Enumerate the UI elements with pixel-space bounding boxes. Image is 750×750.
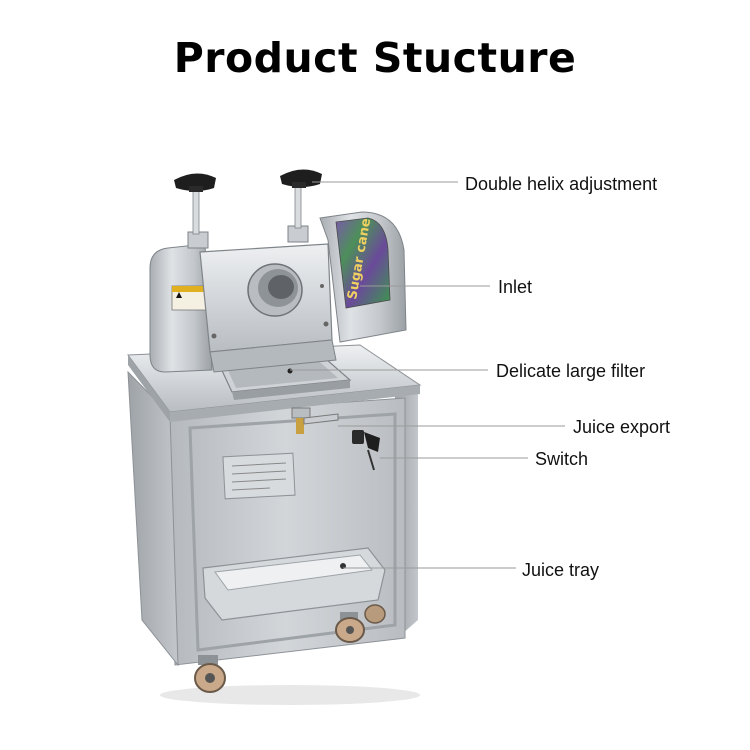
- screw-post-left: [187, 189, 209, 249]
- switch-lever: [352, 430, 380, 471]
- inlet-tube: [247, 263, 303, 317]
- callout-filter: Delicate large filter: [496, 361, 646, 381]
- callout-switch: Switch: [535, 449, 589, 469]
- screw-post-right: [287, 185, 309, 243]
- adjustment-knob-left: [174, 173, 216, 192]
- juice-spout: [291, 407, 339, 434]
- page-title: Product Stucture: [173, 34, 577, 82]
- wheel-back-right: [364, 604, 386, 624]
- wheel-front-right: [335, 612, 365, 643]
- wheel-front-left: [194, 655, 226, 693]
- floor-shadow: [160, 685, 420, 705]
- callout-inlet: Inlet: [498, 277, 533, 297]
- adjustment-knob-right: [280, 169, 322, 188]
- callout-double-helix: Double helix adjustment: [465, 174, 658, 194]
- callout-juice-export: Juice export: [573, 417, 671, 437]
- table-top-edge: [170, 385, 420, 422]
- caution-sticker: [171, 285, 207, 311]
- callout-juice-tray: Juice tray: [522, 560, 600, 580]
- nameplate: [222, 452, 296, 500]
- juice-tray-inner: [214, 554, 373, 591]
